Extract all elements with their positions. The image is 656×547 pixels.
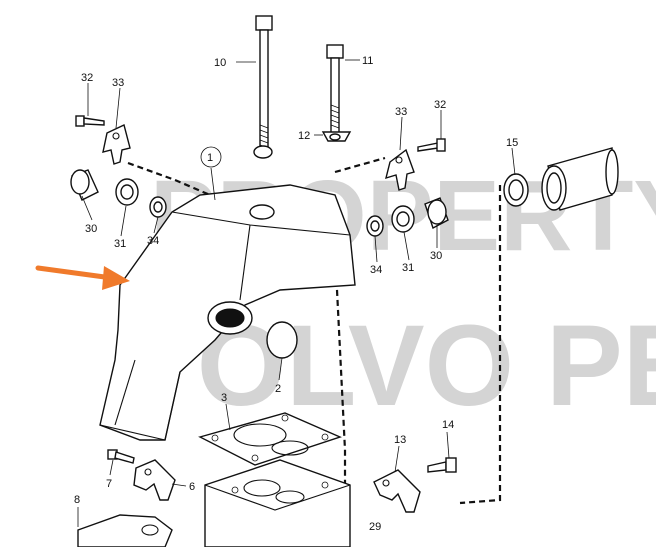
label-10: 10 xyxy=(214,57,226,69)
bolt-10 xyxy=(255,15,273,151)
orange-pointer-arrow xyxy=(35,265,130,290)
label-33-right: 33 xyxy=(395,106,407,118)
gasket-plate-3 xyxy=(198,412,342,466)
gasket-2 xyxy=(266,321,298,359)
bolt-14 xyxy=(427,457,457,473)
label-31-right: 31 xyxy=(402,262,414,274)
ring-15 xyxy=(503,173,529,207)
label-7: 7 xyxy=(106,478,112,490)
label-32-right: 32 xyxy=(434,99,446,111)
bracket-33-left xyxy=(102,124,131,165)
label-13: 13 xyxy=(394,434,406,446)
bracket-6 xyxy=(133,459,176,501)
label-11: 11 xyxy=(362,55,373,67)
bolt-11 xyxy=(326,44,344,134)
washer-31-right xyxy=(391,205,415,233)
exhaust-manifold-body xyxy=(99,184,356,441)
label-1: 1 xyxy=(207,152,213,164)
label-8: 8 xyxy=(74,494,80,506)
label-30-right: 30 xyxy=(430,250,442,262)
label-12: 12 xyxy=(298,130,310,142)
lock-washer-12 xyxy=(321,131,352,142)
label-15: 15 xyxy=(506,137,518,149)
bolt-32-left xyxy=(75,115,105,127)
spacer-34-left xyxy=(149,196,167,218)
washer-bolt-10 xyxy=(253,145,273,159)
label-31-left: 31 xyxy=(114,238,126,250)
leader-lines xyxy=(77,59,516,527)
sleeve-30-right xyxy=(424,197,449,230)
label-2: 2 xyxy=(275,383,281,395)
exhaust-pipe xyxy=(541,147,619,211)
washer-31-left xyxy=(115,178,139,206)
callout-circle-1 xyxy=(200,146,222,168)
label-6: 6 xyxy=(189,481,195,493)
label-3: 3 xyxy=(221,392,227,404)
lower-block xyxy=(204,459,351,547)
label-14: 14 xyxy=(442,419,454,431)
label-34-right: 34 xyxy=(370,264,382,276)
spacer-34-right xyxy=(366,215,384,237)
bolt-7 xyxy=(107,449,135,464)
sleeve-30-left xyxy=(70,169,99,201)
label-30-left: 30 xyxy=(85,223,97,235)
bolt-32-right xyxy=(417,138,446,152)
label-29: 29 xyxy=(369,521,381,533)
label-34-left: 34 xyxy=(147,235,159,247)
part-labels: 10 11 12 32 33 33 32 15 1 30 31 34 34 31… xyxy=(74,55,518,533)
bracket-33-right xyxy=(385,148,415,191)
bracket-13 xyxy=(373,469,421,513)
label-33-left: 33 xyxy=(112,77,124,89)
label-32-left: 32 xyxy=(81,72,93,84)
part-8 xyxy=(77,514,173,547)
